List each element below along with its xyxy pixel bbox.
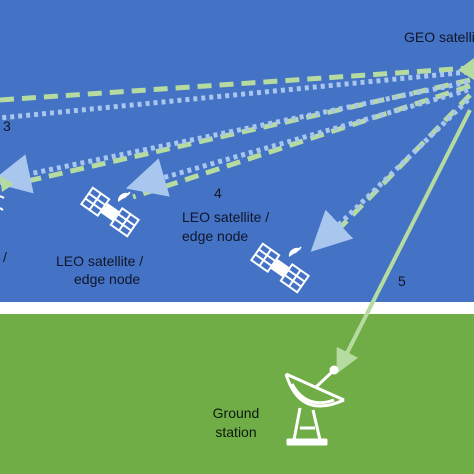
satellite-icon-partial bbox=[0, 195, 5, 211]
ground-station-label-line1: Ground bbox=[212, 405, 260, 421]
leo-b-label-line1: LEO satellite / bbox=[182, 209, 270, 225]
link-geo-leo-a-dotted bbox=[125, 87, 469, 197]
separator-strip bbox=[0, 302, 474, 314]
arrowhead-left bbox=[0, 176, 14, 192]
leo-a-label-line1: LEO satellite / bbox=[56, 253, 144, 269]
satellite-icon bbox=[79, 186, 141, 238]
link-geo-left-dashed-2 bbox=[9, 77, 471, 188]
link-geo-left-dotted bbox=[0, 69, 469, 121]
edge-slash: / bbox=[3, 249, 7, 265]
dish-icon bbox=[117, 191, 131, 202]
link-geo-ground-solid bbox=[336, 109, 472, 374]
link-geo-leo-a-dashed bbox=[132, 83, 471, 200]
satellite-icon bbox=[249, 242, 311, 294]
link-geo-left-dashed bbox=[0, 65, 471, 103]
satellite-dish-icon bbox=[284, 365, 345, 446]
leo-a-label-line2: edge node bbox=[74, 271, 141, 287]
dish-icon bbox=[288, 246, 302, 257]
step-5-label: 5 bbox=[398, 273, 406, 289]
ground-station-label-line2: station bbox=[215, 424, 257, 440]
geo-satellite-label: GEO satellit bbox=[404, 29, 474, 45]
link-geo-left-dotted-2 bbox=[0, 79, 469, 194]
step-3-label: 3 bbox=[3, 118, 11, 134]
step-4-label: 4 bbox=[214, 185, 222, 201]
space-region bbox=[0, 0, 474, 302]
link-geo-leo-b-dotted bbox=[310, 98, 470, 252]
arrowhead-geo bbox=[458, 58, 474, 80]
link-geo-leo-b-dashed bbox=[328, 93, 472, 240]
ground-region bbox=[0, 314, 474, 474]
leo-b-label-line2: edge node bbox=[182, 228, 249, 244]
